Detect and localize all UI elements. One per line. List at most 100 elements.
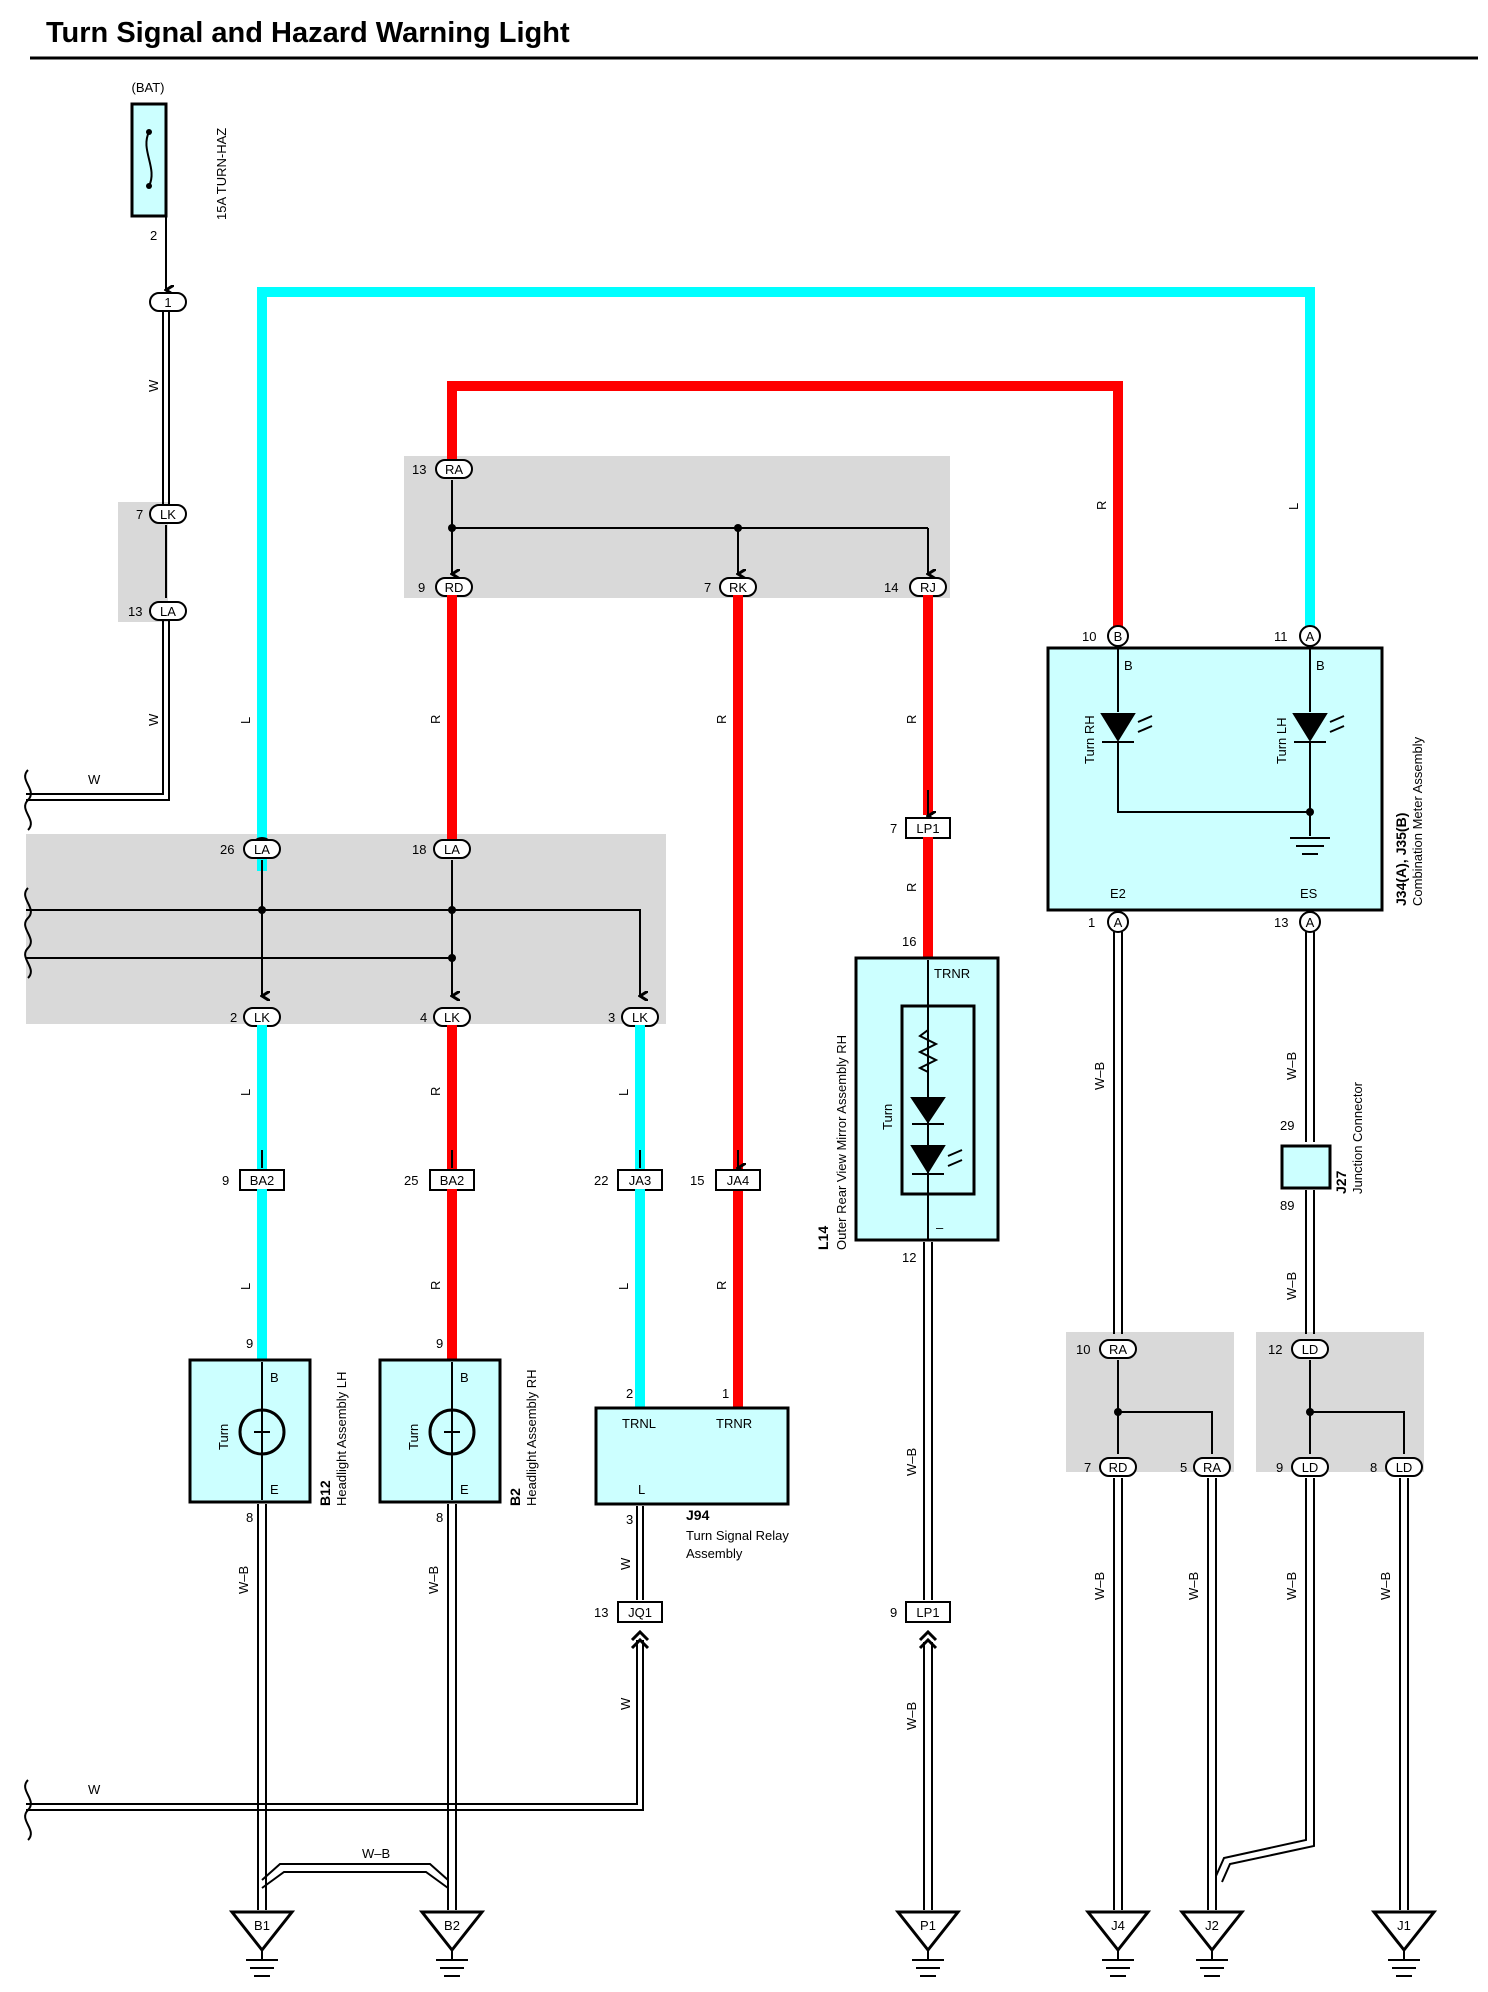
relay-pin-l: 3 [626,1512,633,1527]
connector-rd-pin: 9 [418,580,425,595]
page-title: Turn Signal and Hazard Warning Light [46,17,570,49]
wire-code-wb-ld9: W–B [1284,1572,1299,1600]
wire-code-wb-j2: W–B [1186,1572,1201,1600]
headlight-lh-turn: Turn [216,1424,231,1450]
ground-p1: P1 [894,1910,962,1977]
wire-code-w-relay: W [618,1557,633,1570]
connector-ja4: JA4 [727,1173,749,1188]
meter-pin-b2: B [1316,658,1325,673]
connector-lk-top: LK [160,507,176,522]
turn-signal-relay [594,1406,790,1506]
connector-rk-pin: 7 [704,580,711,595]
connector-la-top-pin: 13 [128,604,142,619]
mirror-trnr: TRNR [934,966,970,981]
headlight-lh-pin-bottom: 8 [246,1510,253,1525]
connector-ra-5: RA [1203,1460,1221,1475]
connector-a-es-pin: 13 [1274,915,1288,930]
ground-icon-meter [1290,837,1330,855]
junction-pin-bottom: 89 [1280,1198,1294,1213]
ground-b2: B2 [418,1910,486,1977]
connector-lk-4: LK [444,1010,460,1025]
wire-code-w-relay-2: W [618,1697,633,1710]
connector-a-e2-pin: 1 [1088,915,1095,930]
connector-a-es: A [1306,915,1315,930]
wire-code-l-right: L [1286,503,1301,510]
connector-rj: RJ [920,580,936,595]
wire-code-w-bottom: W [88,1782,101,1797]
connector-rd-7-pin: 7 [1084,1460,1091,1475]
mirror-minus: – [936,1220,944,1235]
connector-a: A [1306,629,1315,644]
connector-jq1-pin: 13 [594,1605,608,1620]
headlight-rh-turn: Turn [406,1424,421,1450]
wire-code-w2: W [146,713,161,726]
junction-block-middle [26,834,666,1024]
fuse-source: (BAT) [132,80,165,95]
fuse-icon [145,131,153,187]
meter-es: ES [1300,886,1318,901]
connector-ra-10-pin: 10 [1076,1342,1090,1357]
wire-l-top-loop [257,287,1315,853]
ground-label-j2: J2 [1205,1918,1219,1933]
connector-lk-3: LK [632,1010,648,1025]
wire-code-r-hr: R [428,1281,443,1290]
connector-rd: RD [445,580,464,595]
wire-code-r-lk4: R [428,1087,443,1096]
combination-meter [1046,646,1384,912]
headlight-rh-e: E [460,1482,469,1497]
continuation-mark-3 [24,1779,32,1841]
resistor-icon [917,1020,939,1094]
connector-la-26: LA [254,842,270,857]
ground-label-b1: B1 [254,1918,270,1933]
connector-ra-5-pin: 5 [1180,1460,1187,1475]
connector-la-18: LA [444,842,460,857]
wire-code-wb-ld: W–B [1284,1272,1299,1300]
wire-code-wb-bridge: W–B [362,1846,390,1861]
relay-pin-trnr: 1 [722,1386,729,1401]
headlight-rh-code: B2 [507,1488,523,1506]
relay-name-2: Assembly [686,1546,743,1561]
connector-lk-top-pin: 7 [136,507,143,522]
wire-code-wb-lp1: W–B [904,1702,919,1730]
ground-j4: J4 [1084,1910,1152,1977]
connector-lp1-top: LP1 [916,821,939,836]
wire-code-wb-es: W–B [1284,1052,1299,1080]
connector-jq1: JQ1 [628,1605,652,1620]
headlight-lh-e: E [270,1482,279,1497]
connector-lp1-bottom-pin: 9 [890,1605,897,1620]
connector-b-pin: 10 [1082,629,1096,644]
mirror-pin-bottom: 12 [902,1250,916,1265]
connector-ba2-1-pin: 9 [222,1173,229,1188]
headlight-lh-code: B12 [317,1480,333,1506]
meter-name: Combination Meter Assembly [1410,736,1425,906]
connector-ld-12: LD [1302,1342,1319,1357]
junction-connector [1280,1144,1332,1190]
fuse-pin: 2 [150,228,157,243]
meter-code: J34(A), J35(B) [1393,813,1409,906]
relay-name: Turn Signal Relay [686,1528,789,1543]
junction-name: Junction Connector [1350,1081,1365,1194]
wire-code-r-rk: R [714,715,729,724]
connector-ld-8: LD [1396,1460,1413,1475]
wire-code-w1: W [146,379,161,392]
connector-ld-12-pin: 12 [1268,1342,1282,1357]
connector-1: 1 [164,295,171,310]
connector-la-top: LA [160,604,176,619]
connector-ja3-pin: 22 [594,1173,608,1188]
junction-pin-top: 29 [1280,1118,1294,1133]
wire-code-wb-mirror: W–B [904,1448,919,1476]
wire-code-r-lp1: R [904,883,919,892]
connector-lk-4-pin: 4 [420,1010,427,1025]
meter-turn-rh: Turn RH [1082,715,1097,764]
mirror-pin-top: 16 [902,934,916,949]
junction-code: J27 [1333,1170,1349,1194]
headlight-rh-pin-top: 9 [436,1336,443,1351]
relay-trnl: TRNL [622,1416,656,1431]
wire-code-l-left: L [238,717,253,724]
connector-ba2-1: BA2 [250,1173,275,1188]
wire-code-l-hl: L [238,1283,253,1290]
headlight-lh-pin-top: 9 [246,1336,253,1351]
wire-code-wb-e2: W–B [1092,1062,1107,1090]
ground-label-j4: J4 [1111,1918,1125,1933]
wire-code-w3: W [88,772,101,787]
